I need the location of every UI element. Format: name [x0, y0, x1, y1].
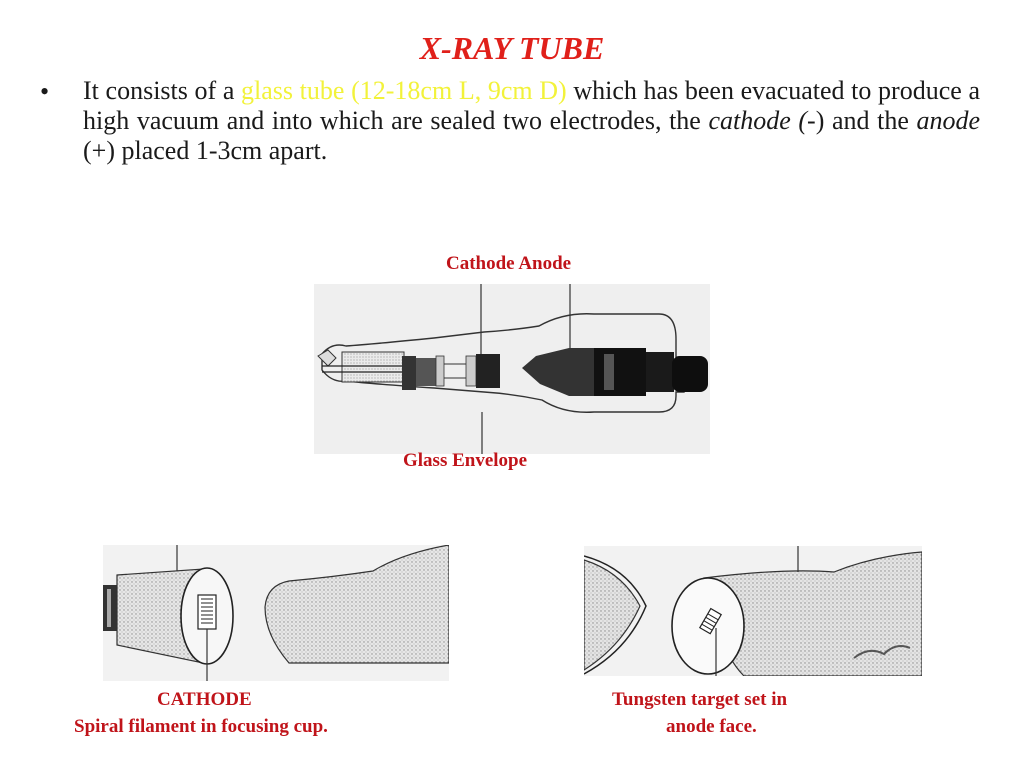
cathode-cup-edge: [584, 559, 641, 671]
bullet-marker: •: [40, 77, 50, 106]
anode-caption-title: Tungsten target set in: [612, 689, 788, 710]
tungsten-target: [698, 607, 723, 635]
bullet-text-part: (+) placed 1-3cm apart.: [83, 136, 328, 165]
xray-tube-illustration: [314, 284, 710, 454]
cathode-assembly: [322, 351, 500, 390]
cathode-term: cathode (: [708, 106, 808, 135]
anode-caption-desc: anode face.: [666, 716, 757, 737]
cathode-anode-label: Cathode Anode: [446, 253, 572, 274]
bullet-text-part: -) and the: [807, 106, 917, 135]
anode-term: anode: [916, 106, 981, 135]
spiral-filament: [197, 594, 217, 630]
bullet-text: It consists of a glass tube (12-18cm L, …: [83, 76, 980, 166]
slide-title: X-RAY TUBE: [419, 30, 605, 66]
anode-closeup-illustration: [584, 546, 922, 676]
bullet-text-part: which has been evacuated to produce a hi…: [83, 76, 980, 135]
bullet-text-part: It consists of a: [83, 76, 242, 105]
cathode-caption-title: CATHODE: [157, 689, 252, 710]
highlighted-text: glass tube (12-18cm L, 9cm D): [241, 76, 567, 105]
cathode-closeup-illustration: [103, 545, 449, 681]
cathode-caption-desc: Spiral filament in focusing cup.: [74, 716, 328, 737]
anode-assembly: [522, 348, 708, 396]
anode-rod: [264, 545, 449, 664]
glass-envelope-label: Glass Envelope: [403, 450, 528, 471]
